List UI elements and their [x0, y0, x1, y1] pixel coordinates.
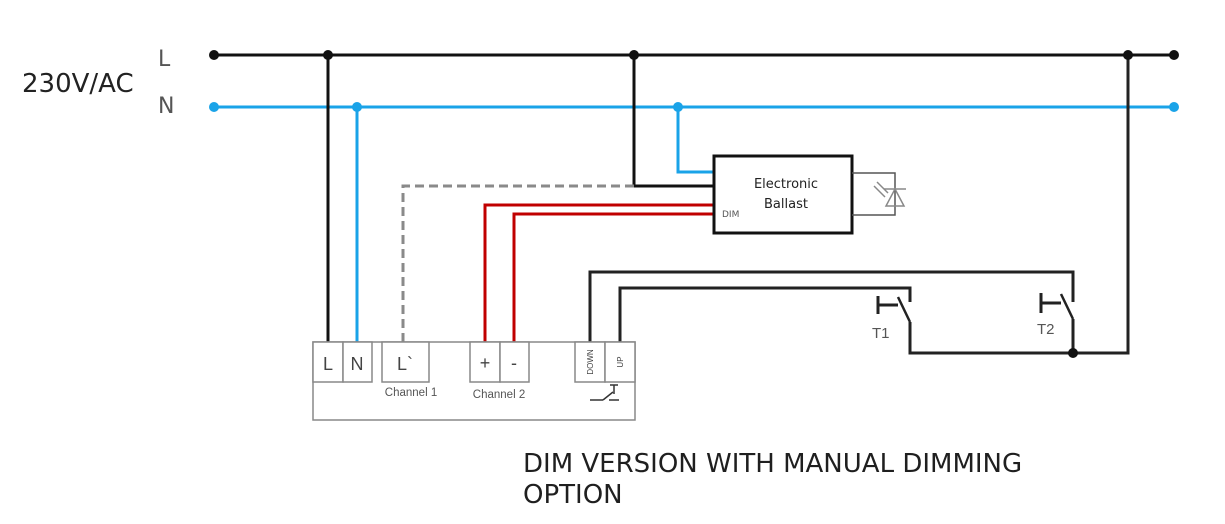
- junction-dot: [323, 50, 333, 60]
- ballast-label-line2: Ballast: [764, 197, 808, 212]
- line-bus-start-dot: [209, 50, 219, 60]
- pushbutton-t2-label: T2: [1037, 321, 1055, 338]
- dim-minus-wire: [512, 212, 714, 342]
- terminal-plus-label: +: [480, 353, 491, 373]
- terminal-up-label: UP: [616, 356, 625, 367]
- pushbutton-t1-label: T1: [872, 325, 890, 342]
- neutral-bus-start-dot: [209, 102, 219, 112]
- terminal-up: [604, 341, 636, 383]
- terminal-minus: [499, 341, 530, 383]
- pushbutton-common-wire: [908, 55, 1130, 355]
- dim-plus-wire: [483, 203, 714, 342]
- up-control-wire: [618, 286, 912, 342]
- neutral-bus-letter: N: [158, 94, 174, 119]
- junction-dot: [1068, 348, 1078, 358]
- channel2-label: Channel 2: [473, 389, 525, 401]
- line-bus-end-dot: [1169, 50, 1179, 60]
- pushbutton-t1-icon: [876, 296, 912, 323]
- junction-dot: [1123, 50, 1133, 60]
- pushbutton-input-icon: [590, 384, 619, 401]
- junction-dot: [629, 50, 639, 60]
- junction-dot: [673, 102, 683, 112]
- ballast-dim-label: DIM: [722, 210, 739, 220]
- supply-voltage-label: 230V/AC: [22, 69, 134, 99]
- down-control-wire: [588, 270, 1075, 342]
- neutral-bus-end-dot: [1169, 102, 1179, 112]
- channel1-label: Channel 1: [385, 387, 437, 399]
- ballast-line-wire: [632, 55, 714, 188]
- terminal-l-out: [381, 341, 430, 383]
- ballast-label-line1: Electronic: [754, 177, 818, 192]
- led-lamp-icon: [852, 172, 906, 216]
- diagram-title-line1: DIM VERSION WITH MANUAL DIMMING: [523, 449, 1022, 479]
- pushbutton-t2-icon: [1039, 293, 1075, 320]
- diagram-title-line2: OPTION: [523, 480, 623, 510]
- electronic-ballast-box: [712, 154, 854, 235]
- switched-line-dashed-wire: [401, 184, 634, 342]
- line-bus-letter: L: [158, 47, 171, 72]
- terminal-l-out-label: L`: [397, 354, 413, 374]
- terminal-n-label: N: [351, 354, 364, 374]
- terminal-n: [342, 341, 373, 383]
- junction-dot: [352, 102, 362, 112]
- terminal-l-label: L: [323, 354, 333, 374]
- ballast-neutral-wire: [676, 107, 714, 174]
- terminal-minus-label: -: [511, 353, 517, 373]
- terminal-down-label: DOWN: [586, 349, 595, 375]
